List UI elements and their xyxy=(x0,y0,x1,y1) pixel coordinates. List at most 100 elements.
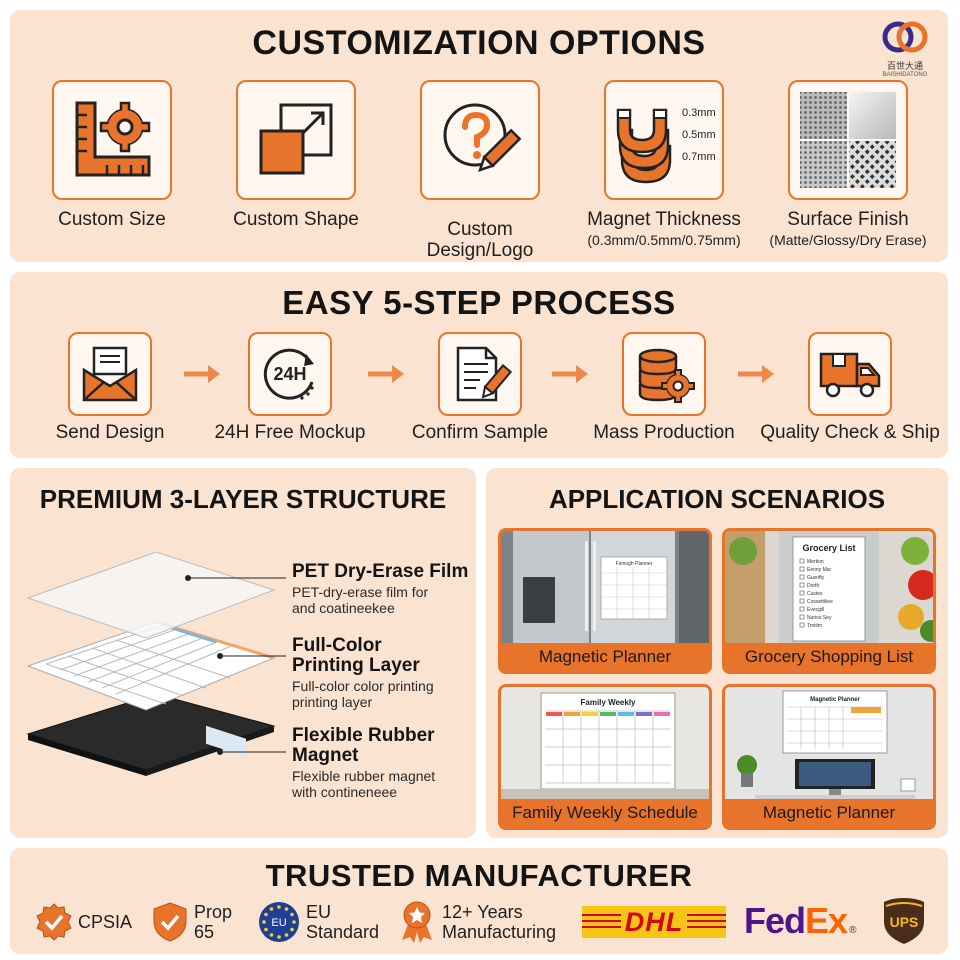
ups-logo: UPS xyxy=(882,896,926,946)
scene-caption-1: Magnetic Planner xyxy=(501,643,709,671)
grocery-item: Eenny Mar xyxy=(807,567,832,573)
badge-eu: EU EU Standard xyxy=(258,900,379,944)
scene-caption-2: Grocery Shopping List xyxy=(725,643,933,671)
envelope-icon xyxy=(82,346,138,402)
custom-size-tile[interactable] xyxy=(52,80,172,200)
badge-years: 12+ Years Manufacturing xyxy=(400,900,556,944)
arrow-right-icon xyxy=(552,365,588,383)
surface-finish-tile[interactable] xyxy=(788,80,908,200)
magnet-thickness-sub: (0.3mm/0.5mm/0.75mm) xyxy=(587,232,741,248)
office-illustration: Magnetic Planner xyxy=(725,687,933,805)
layer-film-title: PET Dry-Erase Film xyxy=(292,561,469,582)
arrow-right-icon xyxy=(368,365,404,383)
ruler-gear-icon xyxy=(75,101,151,177)
layer-magnet-desc: Flexible rubber magnet with contineneee xyxy=(292,768,436,800)
grocery-item: Cossettiliee xyxy=(807,599,833,605)
eu-mark: EU xyxy=(271,917,286,929)
shield-check-icon xyxy=(153,902,187,942)
clock-24h-icon: 24H xyxy=(263,348,314,400)
trusted-title: TRUSTED MANUFACTURER xyxy=(265,858,693,893)
step-mockup-label: 24H Free Mockup xyxy=(214,422,366,443)
brand-tagline: BAISHIDATONG xyxy=(882,72,928,78)
thickness-mark-1: 0.3mm xyxy=(682,107,716,119)
scene-caption-3: Family Weekly Schedule xyxy=(501,799,709,827)
custom-shape-tile[interactable] xyxy=(236,80,356,200)
layer-print-title: Full-Color Printing Layer xyxy=(292,635,420,676)
magnet-thickness-tile[interactable]: 0.3mm 0.5mm 0.7mm xyxy=(604,80,724,200)
scenarios-title: APPLICATION SCENARIOS xyxy=(548,484,886,514)
scene-office-planner[interactable]: Magnetic Planner Magnetic Planner xyxy=(722,684,936,830)
step-ship-tile[interactable] xyxy=(808,332,892,416)
custom-size-label: Custom Size xyxy=(58,209,166,230)
question-pencil-icon xyxy=(443,103,522,172)
arrow-right-icon xyxy=(738,365,774,383)
step-ship-label: Quality Check & Ship xyxy=(760,422,940,443)
board-title-1: Fsmugh Planner xyxy=(616,561,653,567)
surface-finish-sub: (Matte/Glossy/Dry Erase) xyxy=(769,232,927,248)
eu-stars-icon: EU xyxy=(259,902,299,942)
customization-title: CUSTOMIZATION OPTIONS xyxy=(252,24,706,62)
board-title-4: Magnetic Planner xyxy=(810,697,860,703)
grocery-item: Evecgill xyxy=(807,607,824,613)
layer-print-desc: Full-color color printing printing layer xyxy=(292,678,434,710)
process-panel: EASY 5-STEP PROCESS Send Design 24H 24H … xyxy=(10,272,948,458)
step-send-design-label: Send Design xyxy=(55,422,165,443)
process-title: EASY 5-STEP PROCESS xyxy=(282,284,676,321)
trusted-panel: TRUSTED MANUFACTURER CPSIA Prop 65 EU EU… xyxy=(10,848,948,954)
resize-shape-icon xyxy=(259,103,333,175)
step-mockup-tile[interactable]: 24H xyxy=(248,332,332,416)
scene-grocery-list[interactable]: Grocery List Mertion Eenny Mar Gusrifty … xyxy=(722,528,936,674)
structure-title: PREMIUM 3-LAYER STRUCTURE xyxy=(39,484,447,514)
layer-magnet-title: Flexible Rubber Magnet xyxy=(292,725,435,766)
fedex-ex: Ex xyxy=(805,900,848,941)
grocery-item: Gusrifty xyxy=(807,575,825,581)
badge-cpsia-label: CPSIA xyxy=(78,912,133,932)
dhl-logo-text: DHL xyxy=(620,906,688,938)
badge-eu-label: EU Standard xyxy=(306,902,380,942)
ups-shield-icon: UPS xyxy=(884,898,924,944)
brand-rings-icon xyxy=(882,21,928,53)
grocery-item: Mertion xyxy=(807,559,824,565)
scene-family-weekly[interactable]: Family Weekly Family Weekly Schedule xyxy=(498,684,712,830)
badge-cpsia: CPSIA xyxy=(34,900,132,944)
document-pencil-icon xyxy=(456,346,512,402)
step-confirm-tile[interactable] xyxy=(438,332,522,416)
delivery-truck-icon xyxy=(819,352,881,398)
weekly-board-illustration: Family Weekly xyxy=(501,687,709,805)
step-mass-production-label: Mass Production xyxy=(593,422,735,443)
brand-name: 百世大通 xyxy=(886,61,923,71)
badge-prop65: Prop 65 xyxy=(152,900,232,944)
scenarios-panel: APPLICATION SCENARIOS Fsmugh Planner Mag… xyxy=(486,468,948,838)
surface-finish-label: Surface Finish xyxy=(787,209,909,230)
grocery-item: Dorth xyxy=(807,583,819,589)
badge-prop65-label: Prop 65 xyxy=(194,902,233,942)
seal-check-icon xyxy=(36,903,72,941)
custom-design-tile[interactable] xyxy=(420,80,540,200)
grocery-item: Nurios Sey xyxy=(807,615,832,621)
mockup-24h-text: 24H xyxy=(273,364,306,384)
thickness-mark-2: 0.5mm xyxy=(682,129,716,141)
board-title-3: Family Weekly xyxy=(581,698,637,707)
grocery-item: Tmitim xyxy=(807,623,822,629)
step-confirm-label: Confirm Sample xyxy=(411,422,549,443)
database-gear-icon xyxy=(638,348,695,403)
layer-stack-illustration xyxy=(26,551,286,776)
scene-caption-4: Magnetic Planner xyxy=(725,799,933,827)
custom-design-label: Custom Design/Logo xyxy=(426,219,534,261)
board-title-2: Grocery List xyxy=(802,543,855,553)
step-send-design-tile[interactable] xyxy=(68,332,152,416)
brand-logo: 百世大通 BAISHIDATONG xyxy=(872,18,938,84)
ups-text: UPS xyxy=(890,914,919,930)
dhl-logo: DHL xyxy=(582,906,726,938)
magnet-stack-icon: 0.3mm 0.5mm 0.7mm xyxy=(616,107,716,184)
scene-fridge-planner[interactable]: Fsmugh Planner Magnetic Planner xyxy=(498,528,712,674)
magnet-thickness-label: Magnet Thickness xyxy=(587,209,741,230)
grocery-item: Custes xyxy=(807,591,823,597)
grocery-illustration: Grocery List Mertion Eenny Mar Gusrifty … xyxy=(725,531,933,649)
fridge-illustration: Fsmugh Planner xyxy=(501,531,709,649)
fedex-logo: Fed Ex ® xyxy=(744,900,857,941)
badge-years-label: 12+ Years Manufacturing xyxy=(442,902,557,942)
step-mass-production-tile[interactable] xyxy=(622,332,706,416)
structure-panel: PREMIUM 3-LAYER STRUCTURE PET Dry-Erase … xyxy=(10,468,476,838)
fedex-fed: Fed xyxy=(744,900,806,941)
